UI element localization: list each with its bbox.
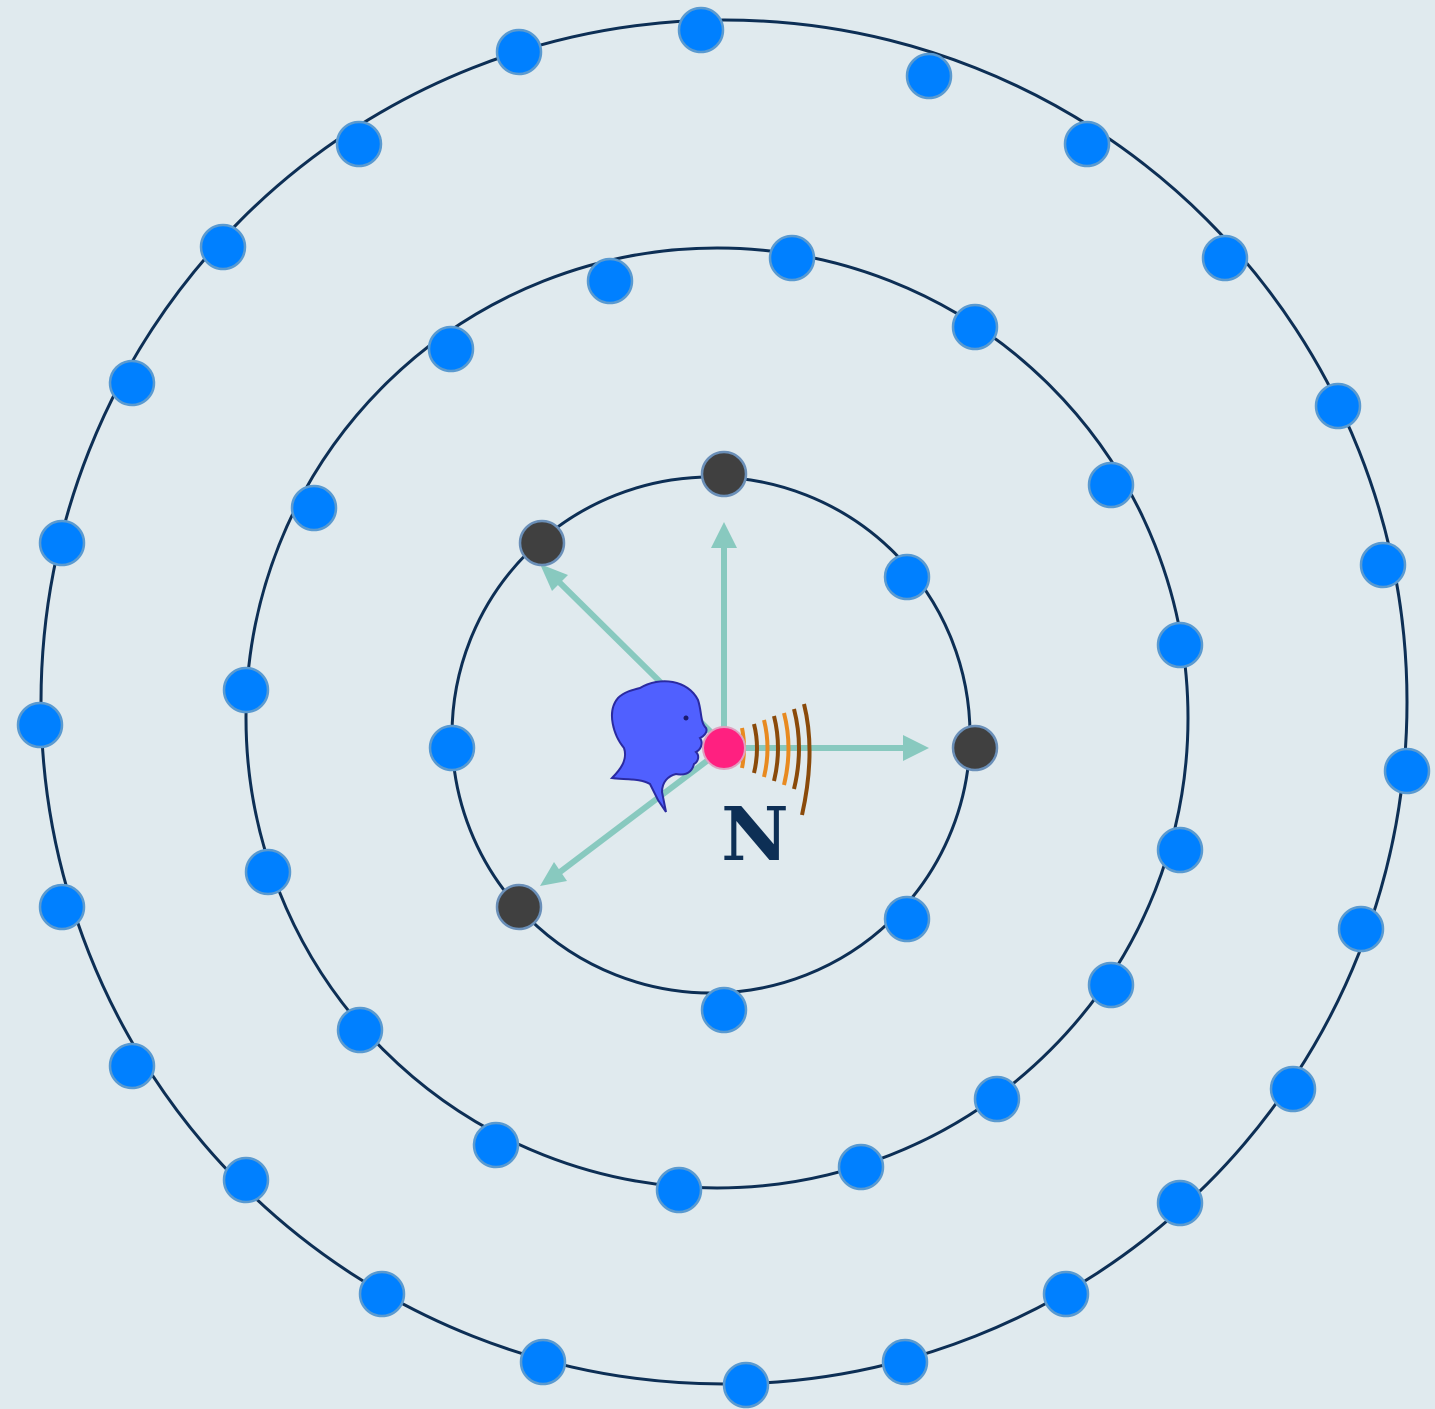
outer-ring-node xyxy=(222,1156,270,1204)
sound-wave-icon xyxy=(740,703,812,816)
middle-ring-node xyxy=(427,325,475,373)
middle-ring-node xyxy=(244,848,292,896)
outer-ring-node xyxy=(1201,234,1249,282)
outer-ring-node xyxy=(1063,120,1111,168)
outer-ring-node xyxy=(108,359,156,407)
speaking-head-icon xyxy=(609,680,708,813)
middle-ring-node xyxy=(1156,621,1204,669)
outer-ring-node xyxy=(1314,382,1362,430)
arrow-right-head xyxy=(903,735,929,761)
outer-ring-node xyxy=(16,701,64,749)
outer-ring-node xyxy=(1337,905,1385,953)
outer-ring-node xyxy=(519,1338,567,1386)
arrow-upleft-head xyxy=(540,564,568,591)
arrow-downleft xyxy=(558,745,726,875)
inner-ring-node xyxy=(883,553,931,601)
middle-ring-node xyxy=(973,1075,1021,1123)
middle-ring-node xyxy=(655,1166,703,1214)
outer-ring-node xyxy=(358,1270,406,1318)
outer-ring-node xyxy=(495,28,543,76)
arrow-up-head xyxy=(711,522,737,548)
outer-ring-node xyxy=(905,52,953,100)
outer-ring-node xyxy=(1359,541,1407,589)
inner-ring-node-highlighted xyxy=(495,883,543,931)
nodes xyxy=(16,6,1431,1409)
outer-ring-node xyxy=(722,1361,770,1409)
middle-ring-node xyxy=(586,257,634,305)
middle-ring-node xyxy=(768,234,816,282)
arrow-downleft-head xyxy=(540,862,567,886)
outer-ring-node xyxy=(1156,1179,1204,1227)
middle-ring xyxy=(244,246,1190,1190)
middle-ring-node xyxy=(336,1006,384,1054)
inner-ring-node-highlighted xyxy=(951,724,999,772)
outer-ring-node xyxy=(199,223,247,271)
outer-ring-node xyxy=(677,6,725,54)
outer-ring-node xyxy=(335,120,383,168)
inner-ring-node xyxy=(428,724,476,772)
outer-ring-node xyxy=(108,1042,156,1090)
middle-ring-node xyxy=(1156,826,1204,874)
outer-ring-node xyxy=(1269,1065,1317,1113)
inner-ring-node-highlighted xyxy=(518,519,566,567)
inner-ring-node xyxy=(883,895,931,943)
center-label: N xyxy=(721,792,789,878)
outer-ring-node xyxy=(38,883,86,931)
middle-ring-node xyxy=(951,303,999,351)
middle-ring-node xyxy=(290,484,338,532)
middle-ring-node xyxy=(1087,961,1135,1009)
middle-ring-node xyxy=(1087,461,1135,509)
middle-ring-node xyxy=(472,1121,520,1169)
inner-ring-node-highlighted xyxy=(700,450,748,498)
source-dot-icon xyxy=(702,726,746,770)
outer-ring-node xyxy=(881,1338,929,1386)
outer-ring-node xyxy=(1383,747,1431,795)
middle-ring-node xyxy=(222,666,270,714)
inner-ring-node xyxy=(700,986,748,1034)
outer-ring-node xyxy=(1042,1270,1090,1318)
middle-ring-node xyxy=(837,1143,885,1191)
outer-ring-node xyxy=(38,519,86,567)
